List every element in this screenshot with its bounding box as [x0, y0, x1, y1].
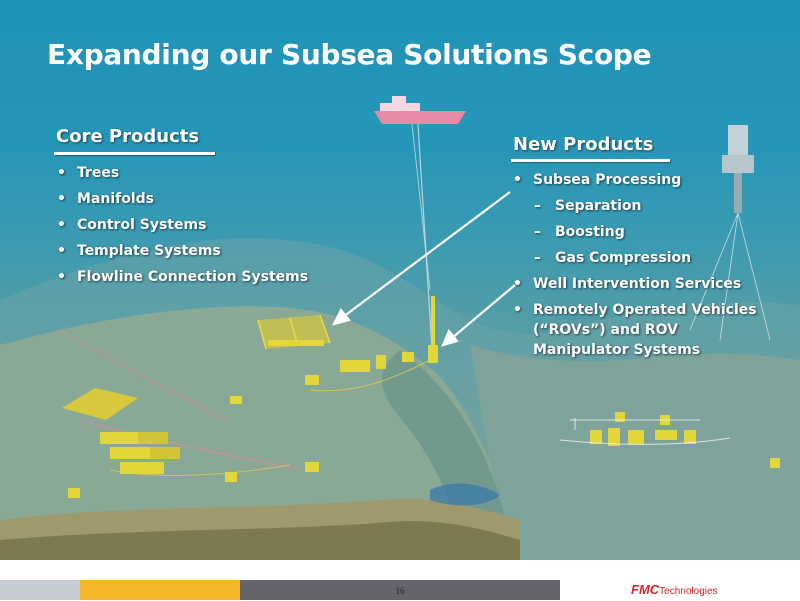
bullet-glyph: • — [513, 302, 522, 318]
core-products-underline — [54, 152, 215, 155]
surface-vessel — [374, 96, 466, 124]
list-item: •Trees — [56, 160, 308, 186]
footer-segment-dark — [240, 580, 560, 600]
bullet-glyph: • — [57, 269, 66, 285]
new-products-list: •Subsea Processing –Separation –Boosting… — [512, 167, 792, 363]
footer-segment-gold — [80, 580, 240, 600]
subsea-trees — [68, 296, 780, 498]
dash-glyph: – — [534, 224, 541, 240]
list-item: •Subsea Processing — [512, 167, 792, 193]
fmc-technologies-logo: FMCTechnologies — [631, 580, 741, 598]
core-products-list: •Trees •Manifolds •Control Systems •Temp… — [56, 160, 308, 290]
list-item: •Manifolds — [56, 186, 308, 212]
pointer-arrows — [331, 191, 516, 347]
list-subitem: –Separation — [512, 193, 792, 219]
bullet-glyph: • — [57, 191, 66, 207]
list-item: •Template Systems — [56, 238, 308, 264]
list-item: •Control Systems — [56, 212, 308, 238]
processing-piping — [559, 418, 731, 445]
seabed-slope — [381, 350, 515, 560]
slide-title: Expanding our Subsea Solutions Scope — [47, 38, 652, 71]
logo-suffix: Technologies — [659, 586, 718, 597]
list-item: •Remotely Operated Vehicles (“ROVs”) and… — [513, 302, 757, 358]
core-products-heading: Core Products — [56, 126, 200, 147]
seabed-plateau — [470, 345, 800, 560]
bullet-glyph: • — [57, 243, 66, 259]
footer-segment-gray — [0, 580, 80, 600]
subsea-field-illustration — [0, 96, 800, 560]
logo-brand: FMC — [631, 582, 660, 597]
bullet-glyph: • — [57, 165, 66, 181]
list-item: •Flowline Connection Systems — [56, 264, 308, 290]
spar-platform — [689, 125, 771, 341]
bullet-glyph: • — [57, 217, 66, 233]
manifold-structure — [257, 314, 331, 350]
list-subitem: –Gas Compression — [512, 245, 792, 271]
bullet-glyph: • — [513, 276, 522, 292]
list-subitem: –Boosting — [512, 219, 792, 245]
template-system — [62, 388, 180, 474]
bullet-glyph: • — [513, 172, 522, 188]
new-products-heading: New Products — [513, 134, 654, 155]
dash-glyph: – — [534, 198, 541, 214]
new-products-underline — [511, 159, 670, 162]
page-number: 16 — [395, 586, 405, 596]
list-item: •Well Intervention Services — [512, 271, 792, 297]
slide: Expanding our Subsea Solutions Scope Cor… — [0, 0, 800, 560]
dash-glyph: – — [534, 250, 541, 266]
